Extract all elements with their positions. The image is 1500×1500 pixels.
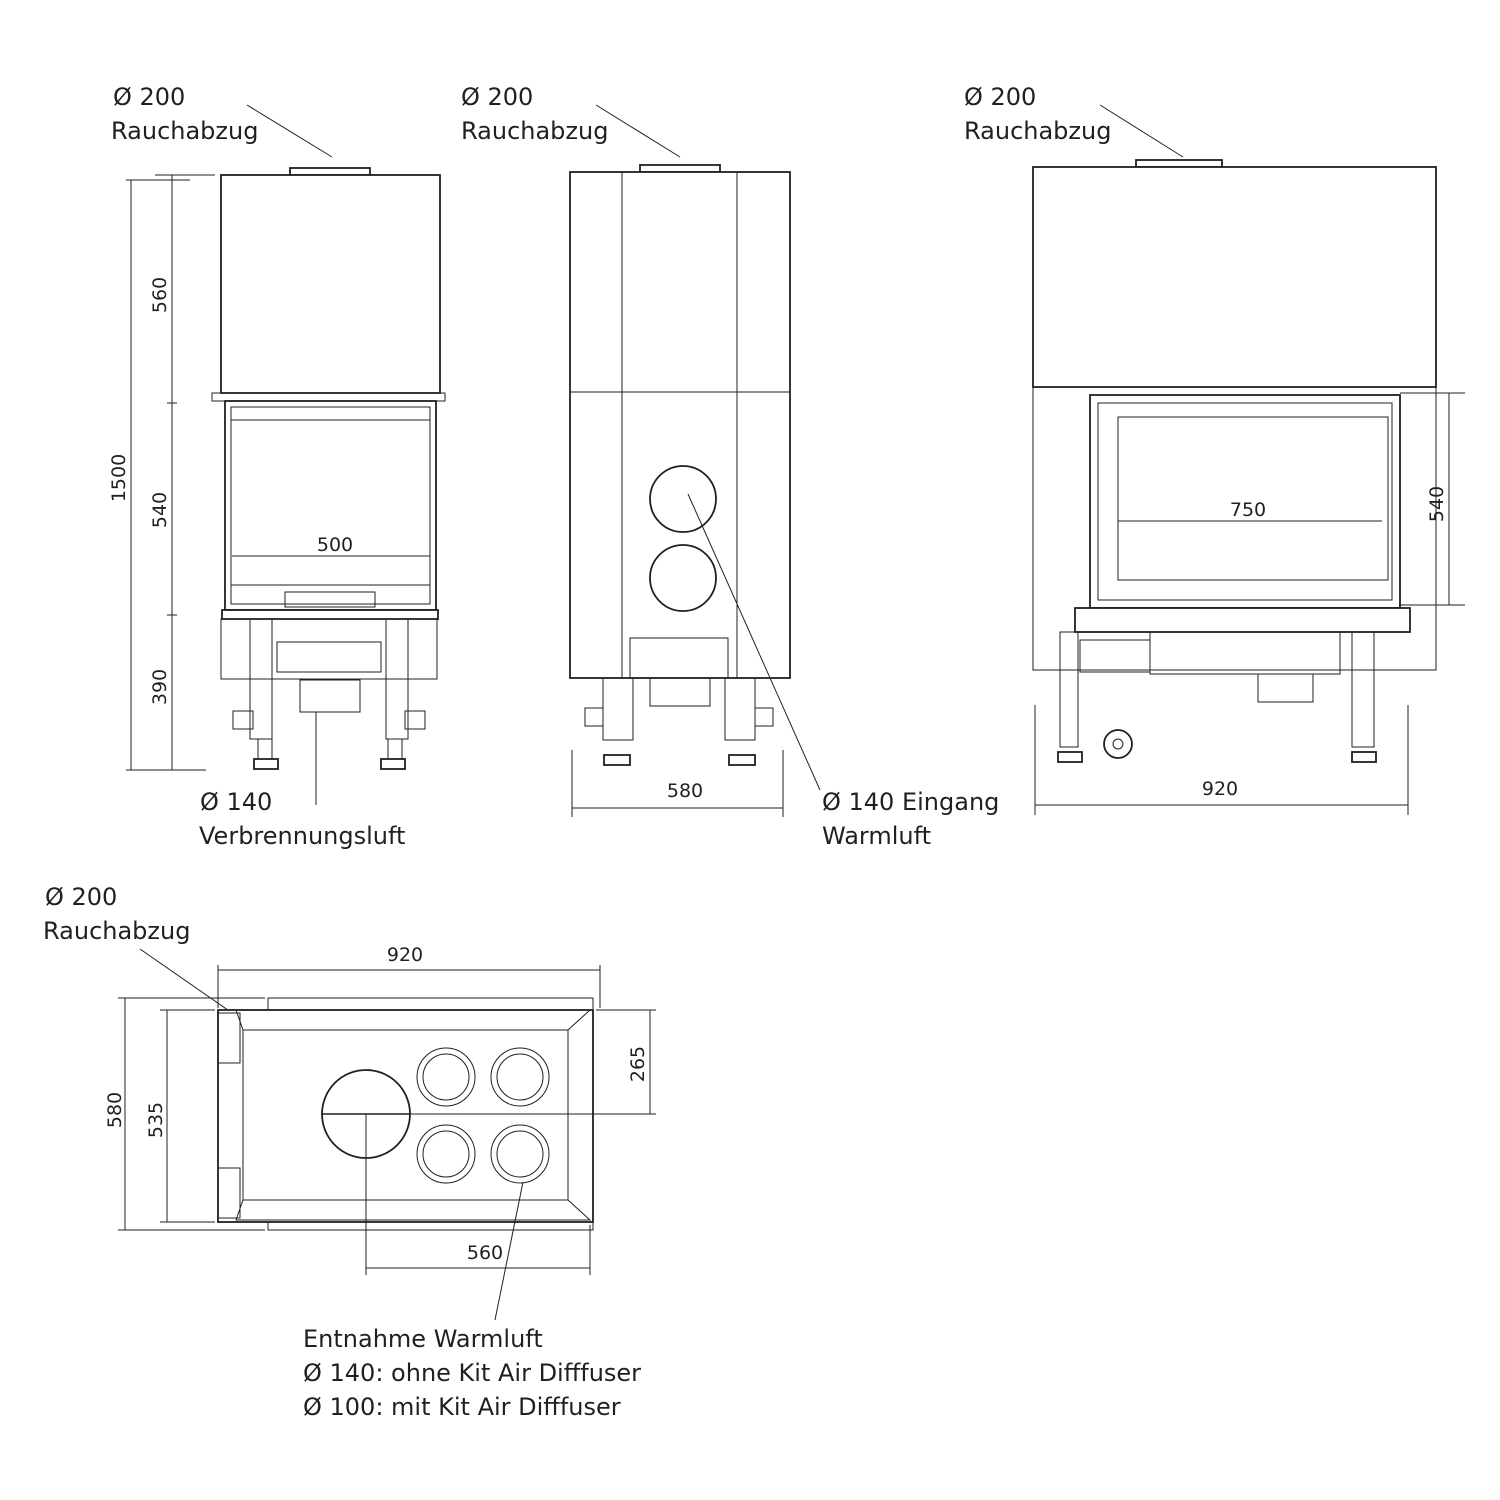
front-glass <box>230 419 431 586</box>
front-air-label: Verbrennungsluft <box>199 822 405 850</box>
top-warm-air-outlet-4 <box>490 1124 550 1184</box>
front-foot-left <box>253 758 279 770</box>
side-wheel <box>1103 729 1133 759</box>
front-flue-collar <box>289 167 371 176</box>
front-foot-right <box>380 758 406 770</box>
back-flue-leader <box>595 104 681 158</box>
back-adjuster-right <box>754 707 774 727</box>
top-warm-air-outlet-1-inner <box>422 1053 470 1101</box>
back-leg-left <box>602 677 634 741</box>
back-leg-right <box>724 677 756 741</box>
top-flue-diameter: Ø 200 <box>45 883 117 911</box>
top-inner-plate <box>242 1029 569 1201</box>
top-warm-air-outlet-3 <box>416 1124 476 1184</box>
front-casing-lip <box>211 392 446 402</box>
back-foot-right <box>728 754 756 766</box>
side-dim-total-width: 920 <box>1202 778 1238 800</box>
top-dim-inner: 535 <box>145 1102 167 1138</box>
top-view: Ø 200 Rauchabzug 920 580 535 <box>43 883 656 1421</box>
side-air-box <box>1257 673 1314 703</box>
top-front-rail <box>267 1221 594 1231</box>
top-warm-air-outlet-1 <box>416 1047 476 1107</box>
side-wheel-hub <box>1112 738 1124 750</box>
front-ash-drawer <box>276 641 382 673</box>
front-flue-label: Rauchabzug <box>111 117 258 145</box>
back-warm-air-inlet-2 <box>649 544 717 612</box>
side-foot-right <box>1351 751 1377 763</box>
back-flue-diameter: Ø 200 <box>461 83 533 111</box>
back-foot-left <box>603 754 631 766</box>
back-adjuster-left <box>584 707 604 727</box>
back-flue-collar <box>639 164 721 173</box>
top-warm-air-outlet-4-inner <box>496 1130 544 1178</box>
front-flue-leader <box>246 104 333 158</box>
top-dim-265: 265 <box>627 1046 649 1082</box>
side-lower-casing <box>1032 386 1437 671</box>
top-outlet-line1: Ø 140: ohne Kit Air Difffuser <box>303 1359 641 1387</box>
front-handle <box>284 591 376 608</box>
side-flue-label: Rauchabzug <box>964 117 1111 145</box>
top-dim-560: 560 <box>467 1242 503 1264</box>
top-dim-width: 920 <box>387 944 423 966</box>
front-base-plate <box>221 609 439 620</box>
front-air-box <box>299 679 361 713</box>
side-air-duct <box>1079 639 1151 673</box>
back-inlet-line2: Warmluft <box>822 822 931 850</box>
top-dim-depth: 580 <box>104 1092 126 1128</box>
back-air-box <box>649 677 711 707</box>
side-foot-left <box>1057 751 1083 763</box>
front-adjuster-left <box>232 710 254 730</box>
top-bracket-rear <box>217 1012 241 1064</box>
side-base-frame <box>1074 607 1411 633</box>
back-flue-label: Rauchabzug <box>461 117 608 145</box>
side-upper-casing <box>1032 166 1437 388</box>
top-outlet-line2: Ø 100: mit Kit Air Difffuser <box>303 1393 621 1421</box>
top-warm-air-outlet-3-inner <box>422 1130 470 1178</box>
side-view: Ø 200 Rauchabzug 750 540 920 <box>964 83 1465 815</box>
front-upper-casing <box>220 174 441 394</box>
back-view: Ø 200 Rauchabzug 580 Ø 140 Eingang Warml… <box>461 83 999 850</box>
front-foot-stem-right <box>387 738 403 760</box>
back-dim-width: 580 <box>667 780 703 802</box>
side-ash-drawer <box>1149 631 1341 675</box>
top-outlet-title: Entnahme Warmluft <box>303 1325 543 1353</box>
front-view: Ø 200 Rauchabzug 1500 560 <box>108 83 446 850</box>
side-flue-diameter: Ø 200 <box>964 83 1036 111</box>
side-leg-left <box>1059 631 1079 748</box>
top-outlet-leader <box>494 1181 524 1321</box>
front-air-diameter: Ø 140 <box>200 788 272 816</box>
front-foot-stem-left <box>257 738 273 760</box>
front-dim-width: 500 <box>317 534 353 556</box>
side-glass <box>1117 416 1389 581</box>
back-inlet-leader <box>687 493 821 791</box>
front-dim-window: 540 <box>149 492 171 528</box>
back-warm-air-inlet-1 <box>649 465 717 533</box>
front-dim-top: 560 <box>149 277 171 313</box>
top-bracket-front <box>217 1167 241 1219</box>
top-flue-label: Rauchabzug <box>43 917 190 945</box>
side-flue-leader <box>1099 104 1184 158</box>
top-warm-air-outlet-2-inner <box>496 1053 544 1101</box>
front-door-frame <box>224 400 437 611</box>
front-flue-diameter: Ø 200 <box>113 83 185 111</box>
front-dim-total: 1500 <box>108 454 130 502</box>
side-dim-window-width: 750 <box>1230 499 1266 521</box>
top-warm-air-outlet-2 <box>490 1047 550 1107</box>
back-inlet-line1: Ø 140 Eingang <box>822 788 999 816</box>
side-dim-window-height: 540 <box>1426 486 1448 522</box>
side-door-frame <box>1089 394 1401 609</box>
side-flue-collar <box>1135 159 1223 168</box>
side-leg-right <box>1351 631 1375 748</box>
side-door-inner <box>1097 402 1393 601</box>
front-dim-base: 390 <box>149 669 171 705</box>
top-rear-rail <box>267 997 594 1011</box>
front-adjuster-right <box>404 710 426 730</box>
front-lower-frame <box>220 618 438 680</box>
